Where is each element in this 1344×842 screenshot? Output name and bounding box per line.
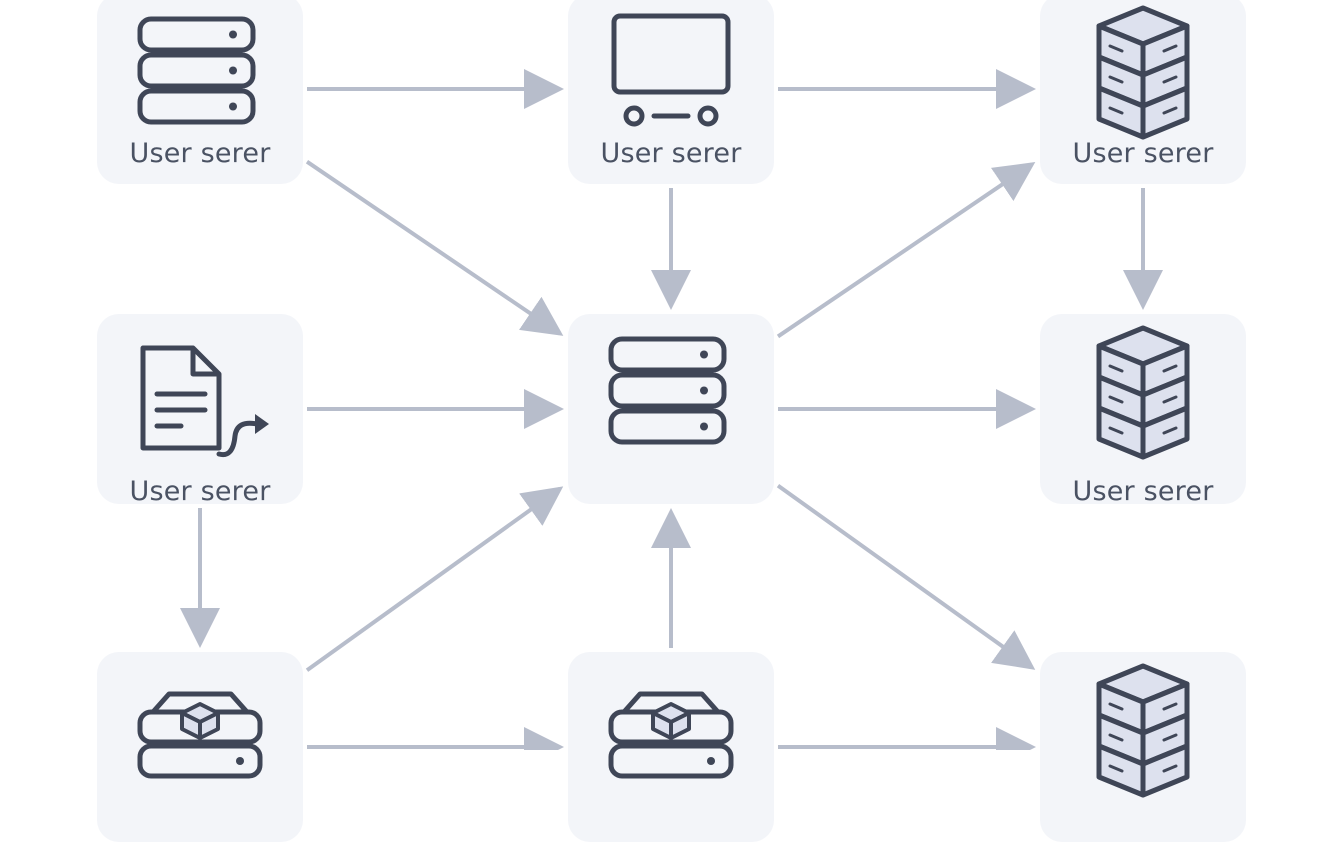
node-central-server[interactable] <box>568 314 774 504</box>
server-box-icon <box>568 652 774 802</box>
database-cube-icon <box>1040 314 1246 464</box>
server-rack-icon <box>568 314 774 464</box>
node-user-server-4[interactable]: User serer <box>97 314 303 507</box>
document-share-icon <box>97 314 303 464</box>
database-cube-icon <box>1040 0 1246 144</box>
node-user-server-3[interactable]: User serer <box>1040 0 1246 184</box>
node-server-box-1[interactable] <box>97 652 303 842</box>
node-label: User serer <box>129 476 271 507</box>
edge-arrow-n5-n9 <box>776 483 1036 670</box>
node-label: User serer <box>129 138 271 169</box>
node-label: User serer <box>1072 138 1214 169</box>
edges-layer <box>180 69 1163 750</box>
node-label: User serer <box>600 138 742 169</box>
server-box-icon <box>97 652 303 802</box>
node-label: User serer <box>1072 476 1214 507</box>
edge-arrow-n5-n3 <box>776 162 1036 339</box>
node-user-server-1[interactable]: User serer <box>97 0 303 184</box>
network-diagram: User serer User serer <box>97 0 1246 842</box>
edge-arrow-n1-n5 <box>305 160 564 336</box>
node-server-box-2[interactable] <box>568 652 774 842</box>
node-user-server-2[interactable]: User serer <box>568 0 774 184</box>
server-rack-icon <box>97 0 303 144</box>
database-cube-icon <box>1040 652 1246 802</box>
node-user-server-6[interactable]: User serer <box>1040 314 1246 507</box>
monitor-cart-icon <box>568 0 774 144</box>
edge-arrow-n7-n5 <box>305 486 564 672</box>
node-database-4[interactable] <box>1040 652 1246 842</box>
